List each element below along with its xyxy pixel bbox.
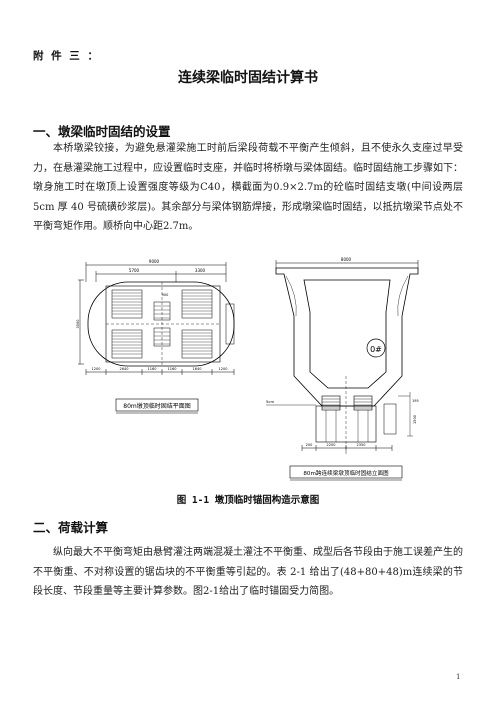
section-1-body: 本桥墩梁铰接，为避免悬灌梁施工时前后梁段荷载不平衡产生倾斜，且不使永久支座过早受… (33, 143, 463, 232)
dim-b6: 1200 (219, 367, 228, 371)
elevation-view-label: 80m跨连续梁墩顶临时固结立面图 (303, 469, 389, 477)
dim-b1: 1200 (92, 367, 101, 371)
page-number: 1 (456, 673, 461, 681)
section-1-heading: 一、墩梁临时固结的设置 (33, 124, 171, 139)
dim-depth: 3500 (76, 320, 80, 329)
dim-left-part: 5700 (129, 268, 140, 273)
dim-m1: 200 (306, 443, 313, 447)
figure-caption: 图 1-1 墩顶临时锚固构造示意图 (176, 495, 320, 506)
dim-b5: 1640 (193, 367, 202, 371)
pier-label: 0# (370, 345, 382, 354)
annex-label: 附 件 三 ： (33, 50, 100, 62)
dim-b2: 2640 (120, 367, 129, 371)
elevation-view-drawing: 8000 0# (266, 257, 419, 481)
dim-thickness: 5cm (266, 399, 275, 404)
document-title: 连续梁临时固结计算书 (178, 70, 318, 86)
dim-m2: 2200 (327, 443, 336, 447)
dim-m3: 2350 (357, 443, 366, 447)
dim-b4: 1160 (168, 367, 177, 371)
plan-view-label: 80m墩顶临时固结平面图 (123, 402, 190, 410)
dim-b3: 1160 (148, 367, 157, 371)
section-2-heading: 二、荷载计算 (33, 520, 109, 535)
dim-top-width: 8000 (341, 257, 352, 262)
dim-total-width: 9000 (149, 259, 160, 264)
section-2-body: 纵向最大不平衡弯矩由悬臂灌注两端混凝土灌注不平衡重、成型后各节段由于施工误差产生… (33, 547, 463, 597)
dim-inner-v: 900 (162, 293, 169, 297)
dim-right-part: 3300 (195, 268, 206, 273)
dim-r2: 1500 (413, 415, 417, 424)
plan-view-drawing: 9000 5700 3300 3500 (76, 259, 235, 414)
dim-r1: 195 (412, 399, 419, 403)
